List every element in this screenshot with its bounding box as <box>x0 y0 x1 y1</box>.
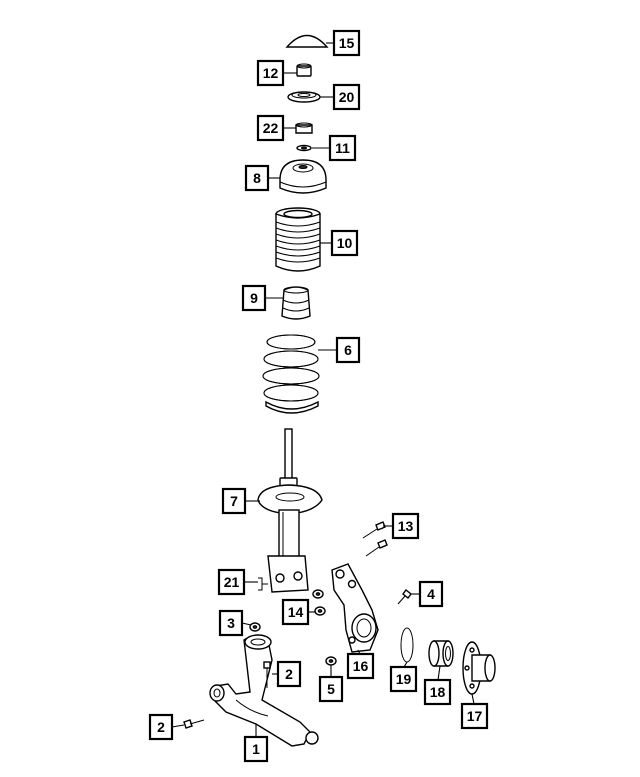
part-steering-knuckle <box>331 563 379 653</box>
part-arm-bolt-rear <box>263 661 271 688</box>
svg-text:19: 19 <box>396 671 412 687</box>
part-lower-control-arm <box>209 634 319 747</box>
part-strut-bolts <box>362 521 388 557</box>
callout-15: 15 <box>332 29 361 57</box>
part-dust-cap <box>285 34 329 48</box>
callout-4: 4 <box>418 580 444 608</box>
part-strut-bearing <box>287 91 321 103</box>
svg-text:7: 7 <box>230 493 238 509</box>
part-washer <box>296 144 312 152</box>
svg-text:9: 9 <box>250 290 258 306</box>
callout-1: 1 <box>243 735 269 763</box>
callout-10: 10 <box>330 229 359 257</box>
callout-9: 9 <box>241 284 267 312</box>
callout-3: 3 <box>218 609 244 637</box>
part-strut-nuts <box>312 589 326 616</box>
part-dust-boot <box>275 207 321 272</box>
svg-text:11: 11 <box>335 140 350 156</box>
part-arm-bolt-front <box>183 719 205 729</box>
callout-13: 13 <box>391 512 420 540</box>
svg-text:10: 10 <box>337 235 353 251</box>
callout-20: 20 <box>332 83 361 111</box>
callout-18: 18 <box>423 678 452 706</box>
part-wheel-hub <box>462 641 496 695</box>
leader-lines <box>171 42 475 737</box>
svg-text:13: 13 <box>398 518 414 534</box>
svg-text:17: 17 <box>467 708 483 724</box>
svg-text:22: 22 <box>263 120 279 136</box>
svg-text:16: 16 <box>353 658 369 674</box>
svg-text:5: 5 <box>327 681 335 697</box>
callout-7: 7 <box>221 487 247 515</box>
part-jounce-bumper <box>281 286 311 320</box>
svg-text:1: 1 <box>252 741 260 757</box>
callout-8: 8 <box>244 164 270 192</box>
part-strut-mount <box>279 159 327 194</box>
part-tie-nut <box>325 656 337 666</box>
callout-19: 19 <box>389 665 418 693</box>
callout-5: 5 <box>318 675 344 703</box>
svg-text:15: 15 <box>339 35 355 51</box>
part-knuckle-bolt <box>397 589 412 605</box>
svg-text:8: 8 <box>253 170 261 186</box>
svg-text:20: 20 <box>339 89 355 105</box>
callout-2-lower: 2 <box>148 713 174 741</box>
part-strut-assembly <box>257 428 323 593</box>
svg-text:2: 2 <box>285 666 293 682</box>
svg-text:3: 3 <box>227 615 235 631</box>
callout-14: 14 <box>281 598 310 626</box>
callout-22: 22 <box>256 114 285 142</box>
callout-6: 6 <box>335 336 361 364</box>
svg-text:2: 2 <box>157 719 165 735</box>
svg-text:12: 12 <box>263 65 279 81</box>
part-coil-spring <box>262 334 320 414</box>
part-wheel-bearing <box>428 640 454 667</box>
callout-16: 16 <box>346 652 375 680</box>
svg-text:18: 18 <box>430 684 446 700</box>
svg-text:6: 6 <box>344 342 352 358</box>
callout-2-upper: 2 <box>276 660 302 688</box>
svg-text:21: 21 <box>224 574 240 590</box>
svg-text:4: 4 <box>427 586 435 602</box>
callout-11: 11 <box>328 134 357 162</box>
callout-12: 12 <box>256 59 285 87</box>
callout-21: 21 <box>217 568 246 596</box>
svg-text:14: 14 <box>288 604 304 620</box>
part-snap-ring <box>400 627 414 663</box>
part-nut-upper <box>296 63 312 77</box>
part-ball-joint-nut <box>249 622 261 632</box>
callout-17: 17 <box>460 702 489 730</box>
part-clip <box>258 577 268 591</box>
part-nut-lower <box>295 122 313 134</box>
